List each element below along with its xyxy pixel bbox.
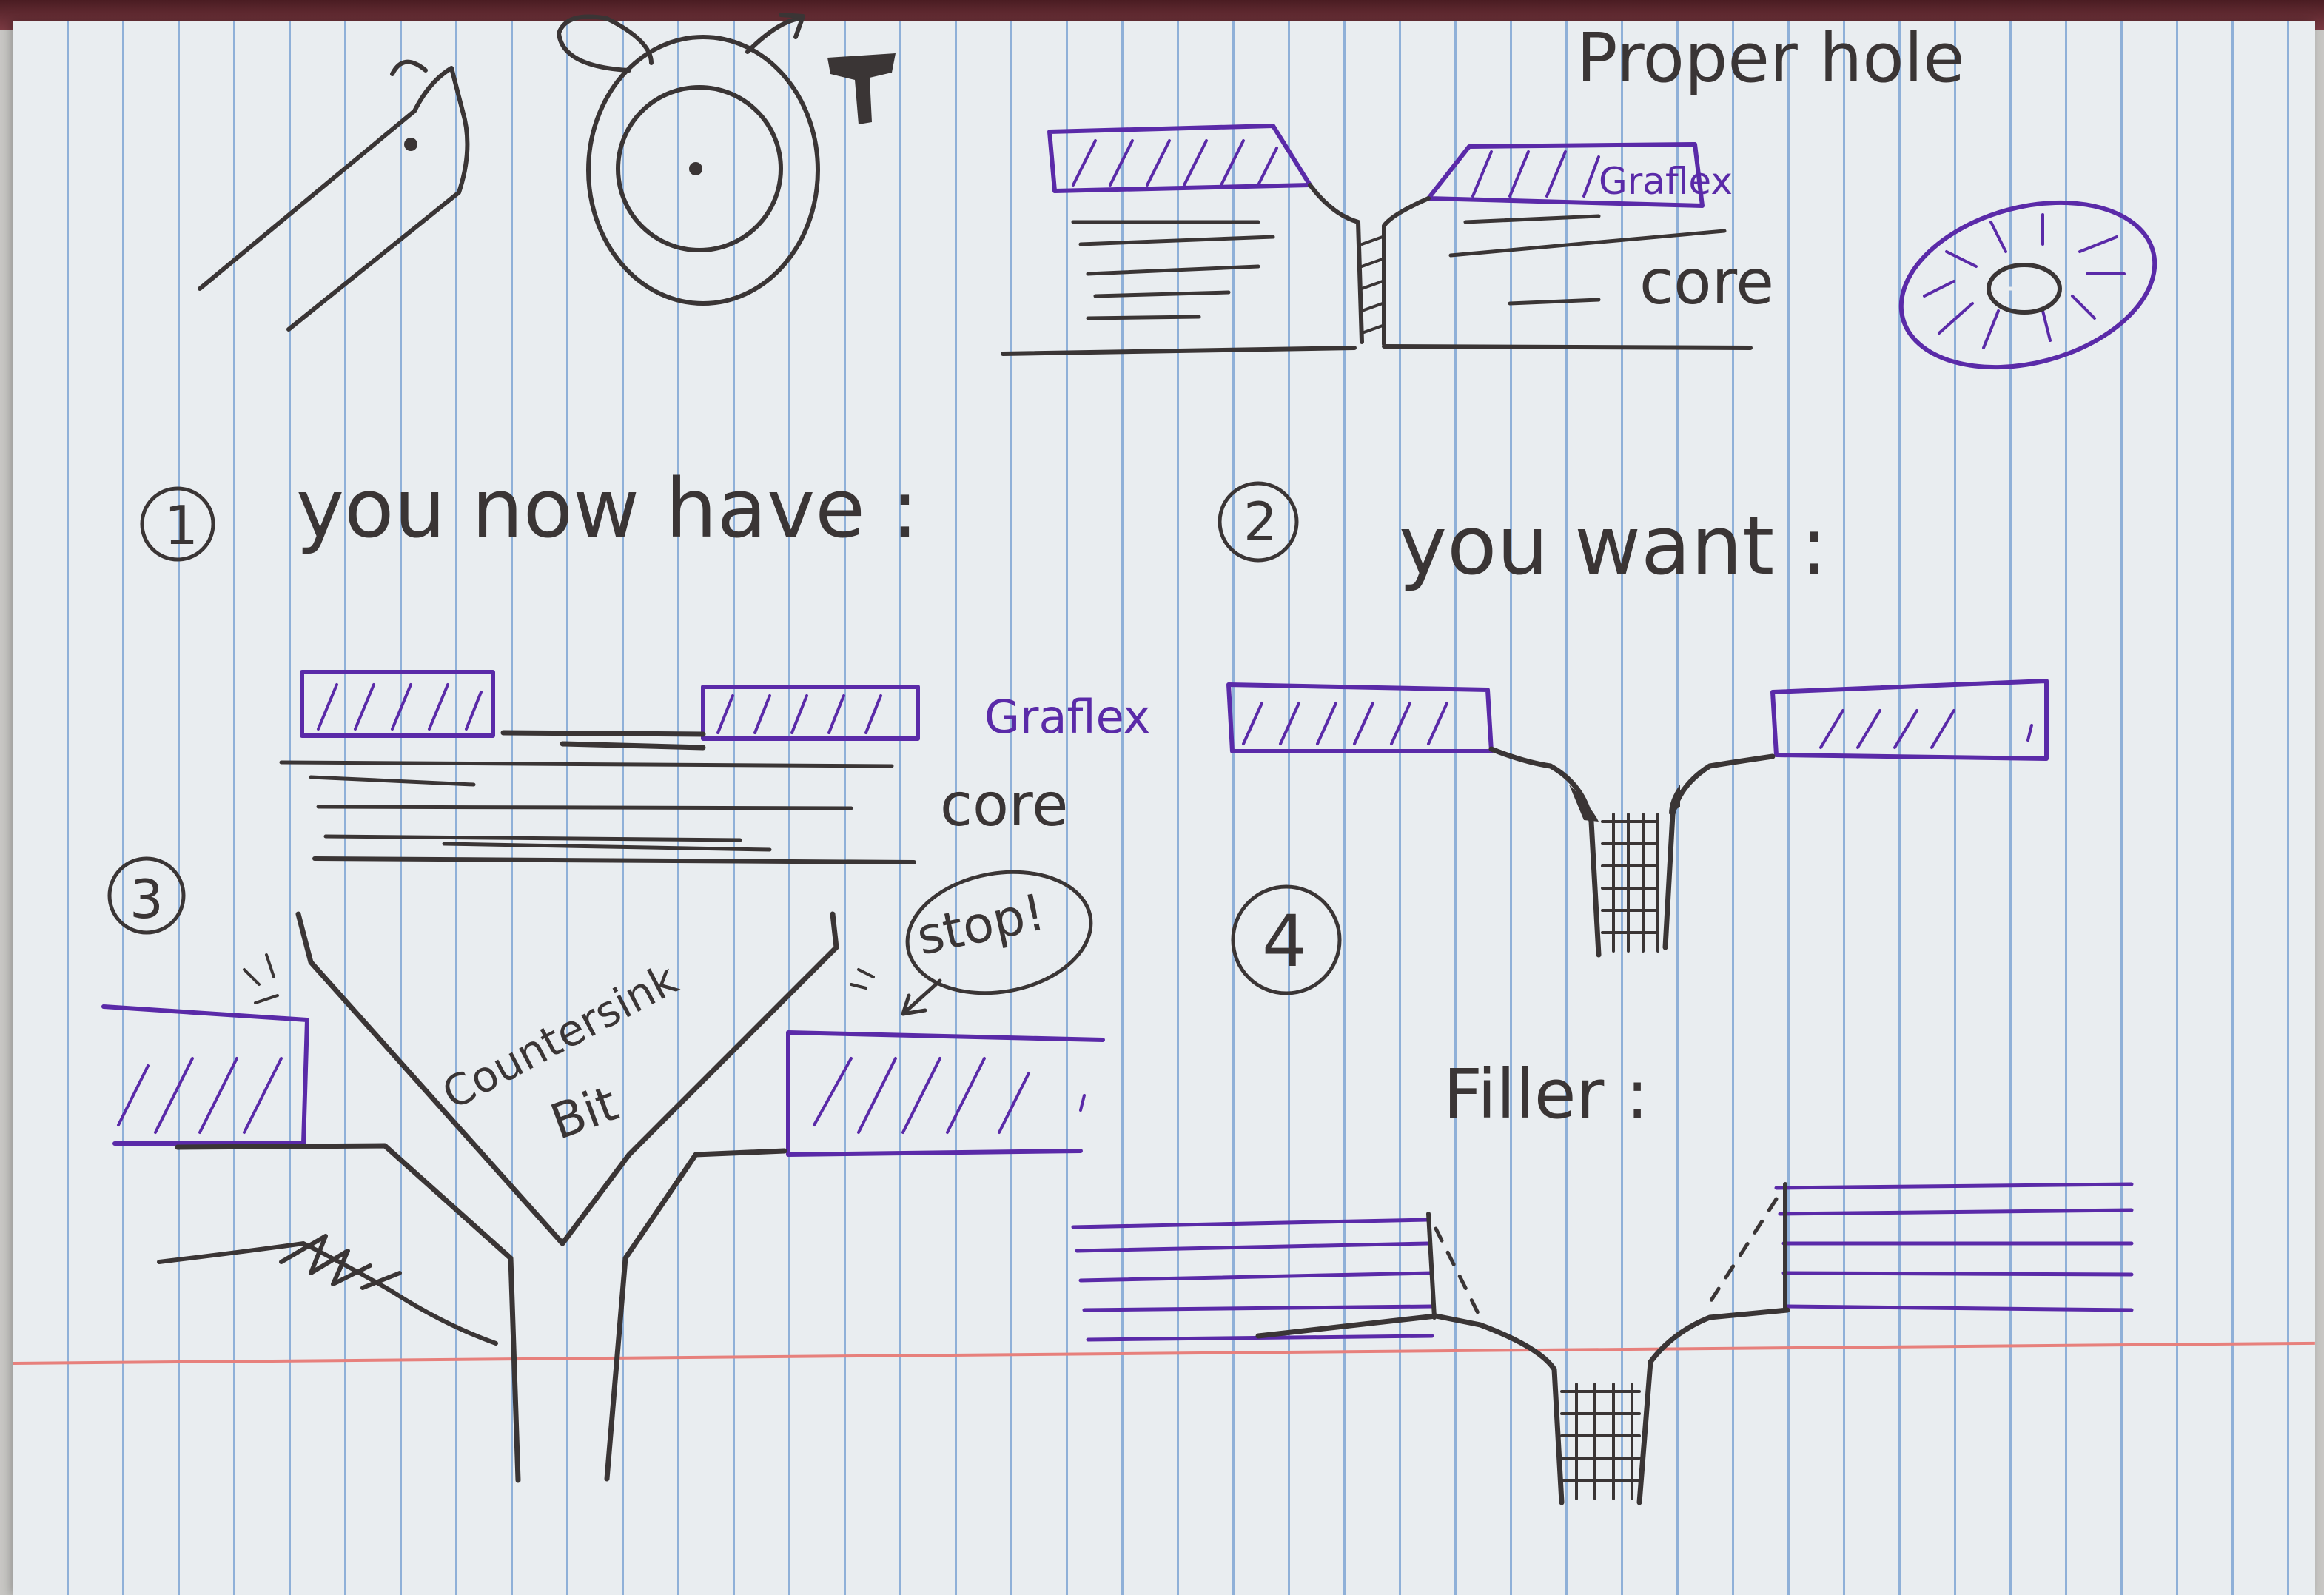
proper-hole-label: Proper hole [1576, 19, 1965, 98]
step4-diagram [1071, 1182, 2134, 1505]
step4-number: 4 [1262, 900, 1307, 983]
stop-label: stop! [912, 883, 1050, 967]
proper-hole-diagram [1001, 124, 1753, 356]
step1-diagram [279, 670, 920, 864]
step2-diagram [1226, 679, 2049, 958]
bit-label: Bit [543, 1075, 625, 1151]
step1-number: 1 [164, 494, 198, 557]
t-shape-icon [827, 53, 896, 124]
step3-number: 3 [130, 868, 164, 930]
step2-number: 2 [1243, 491, 1277, 553]
graflex-label-top: Graflex [1599, 160, 1733, 203]
filler-label: Filler : [1443, 1055, 1649, 1134]
tool-blade-sketch [198, 59, 470, 332]
graflex-label-1: Graflex [984, 690, 1150, 744]
step1-circle [140, 486, 215, 562]
screw-top-sketch [1898, 200, 2157, 370]
circle-cutter-sketch [557, 13, 820, 306]
step2-circle [1218, 481, 1299, 563]
core-label-top: core [1639, 246, 1774, 318]
core-label-1: core [940, 770, 1068, 839]
stop-bubble [901, 870, 1093, 1016]
step2-text: you want : [1399, 498, 1827, 593]
step4-circle [1231, 884, 1342, 995]
step1-text: you now have : [296, 461, 918, 556]
step3-diagram [101, 911, 1105, 1483]
step3-circle [107, 856, 186, 935]
